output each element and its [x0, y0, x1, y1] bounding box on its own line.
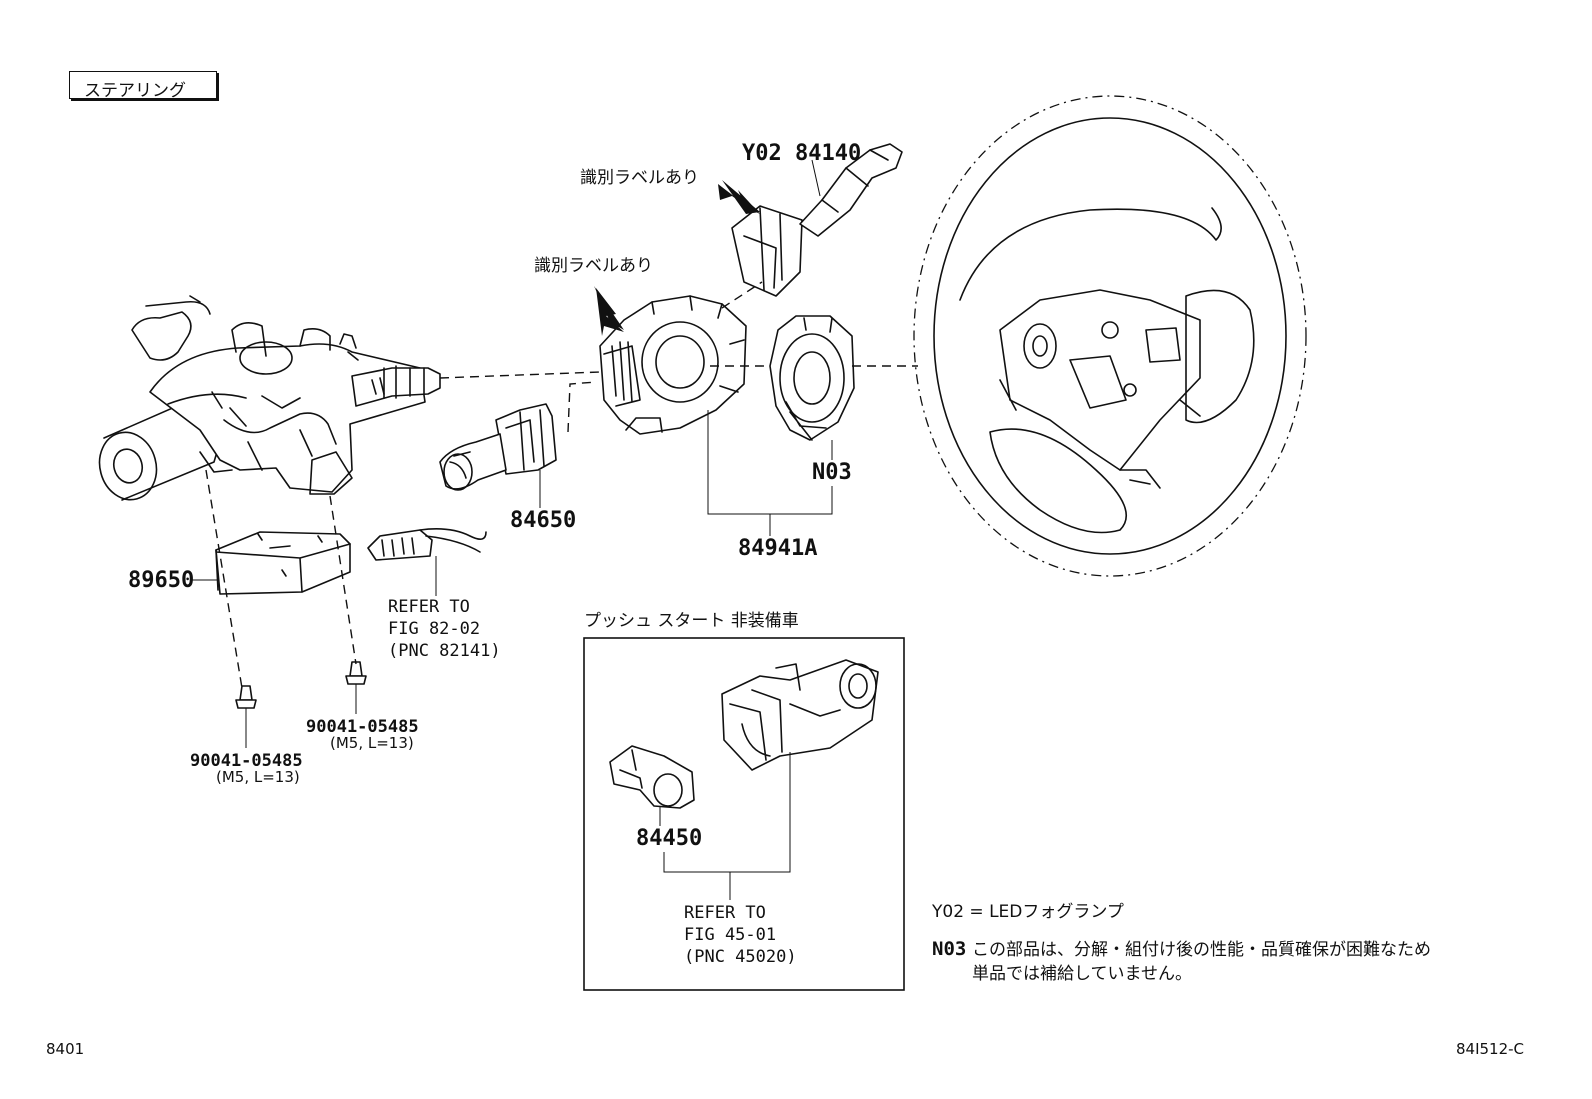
refer-fig-82-02: REFER TO FIG 82-02 (PNC 82141)	[388, 597, 501, 661]
bolt-right	[345, 661, 367, 685]
part-number-89650: 89650	[128, 568, 195, 593]
bolt-part-number-left: 90041-05485	[190, 751, 303, 771]
arrow-icon	[718, 180, 760, 214]
part-number-84941a: 84941A	[738, 536, 818, 561]
switch-84140	[731, 143, 903, 297]
ecu-89650	[215, 531, 351, 595]
clock-spring-n03	[769, 315, 855, 441]
steering-column	[98, 295, 441, 501]
part-number-84450: 84450	[636, 826, 703, 851]
switch-84450	[609, 745, 695, 809]
arrow-icon	[594, 286, 624, 336]
connection-lines	[205, 281, 918, 689]
harness-82141	[367, 528, 487, 561]
switch-84650	[439, 403, 557, 491]
bolt-left	[235, 685, 257, 709]
part-code-n03: N03	[812, 460, 852, 485]
section-title: ステアリング	[84, 81, 186, 101]
page-code-left: 8401	[46, 1040, 85, 1058]
leader-lines	[190, 159, 833, 900]
push-start-title: プッシュ スタート 非装備車	[584, 611, 799, 631]
bolt-part-number-right: 90041-05485	[306, 717, 419, 737]
steering-wheel	[913, 95, 1307, 577]
bolt-spec-right: (M5, L=13)	[330, 734, 414, 752]
identify-label-note-2: 識別ラベルあり	[534, 256, 653, 276]
push-start-box	[583, 637, 905, 991]
legend-y02: Y02 = LEDフォグランプ	[932, 902, 1124, 922]
spiral-cable	[599, 295, 747, 435]
section-title-box: ステアリング	[69, 71, 217, 101]
part-number-84650: 84650	[510, 508, 577, 533]
ignition-switch	[721, 659, 879, 771]
part-number-84140: Y02 84140	[742, 141, 862, 166]
legend-n03-code: N03	[932, 938, 967, 960]
bolt-spec-left: (M5, L=13)	[216, 768, 300, 786]
refer-fig-45-01: REFER TO FIG 45-01 (PNC 45020)	[684, 903, 797, 967]
legend-n03-text-2: 単品では補給していません。	[972, 964, 1192, 984]
identify-label-note-1: 識別ラベルあり	[580, 168, 699, 188]
figure-code-right: 84I512-C	[1456, 1040, 1525, 1058]
legend-n03-text-1: この部品は、分解・組付け後の性能・品質確保が困難なため	[972, 940, 1431, 960]
